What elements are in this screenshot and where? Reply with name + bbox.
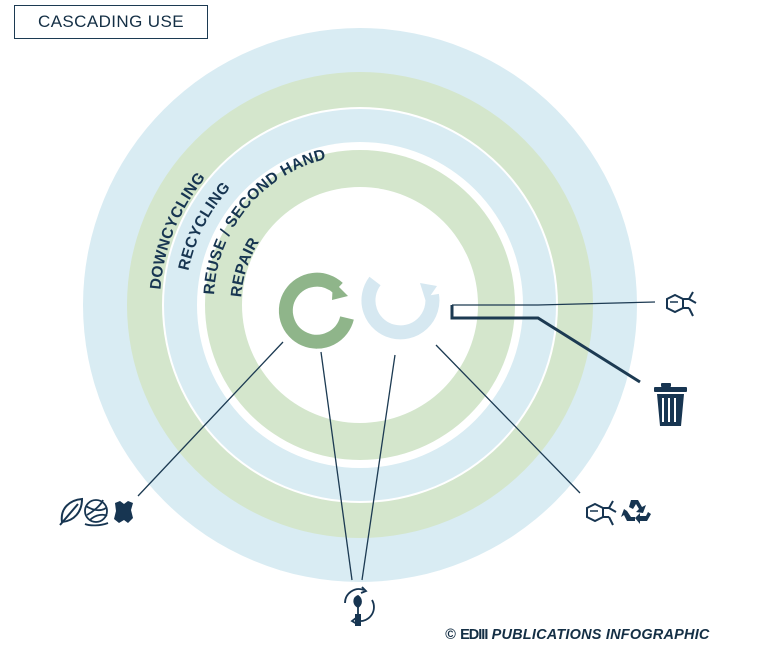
leaf-icon	[59, 497, 84, 526]
recycle-icon	[621, 500, 651, 524]
diagram-title: CASCADING USE	[14, 5, 208, 39]
plant-in-hand-cycle-icon	[344, 586, 375, 626]
trash-bin-icon	[654, 383, 687, 426]
publisher-logo: EDIII	[460, 627, 488, 643]
leaf-cycle-icon	[278, 272, 354, 349]
publisher-footer: © EDIII PUBLICATIONS INFOGRAPHIC	[445, 627, 780, 647]
chemical-molecule-icon	[586, 500, 617, 526]
chemical-molecule-icon	[666, 291, 697, 317]
connector-lines	[137, 301, 656, 581]
yarn-ball-icon	[84, 499, 109, 527]
leather-hide-icon	[114, 501, 133, 523]
chemical-cycle-icon	[361, 276, 440, 340]
footer-text: PUBLICATIONS INFOGRAPHIC	[491, 627, 710, 643]
copyright-symbol: ©	[445, 627, 456, 643]
